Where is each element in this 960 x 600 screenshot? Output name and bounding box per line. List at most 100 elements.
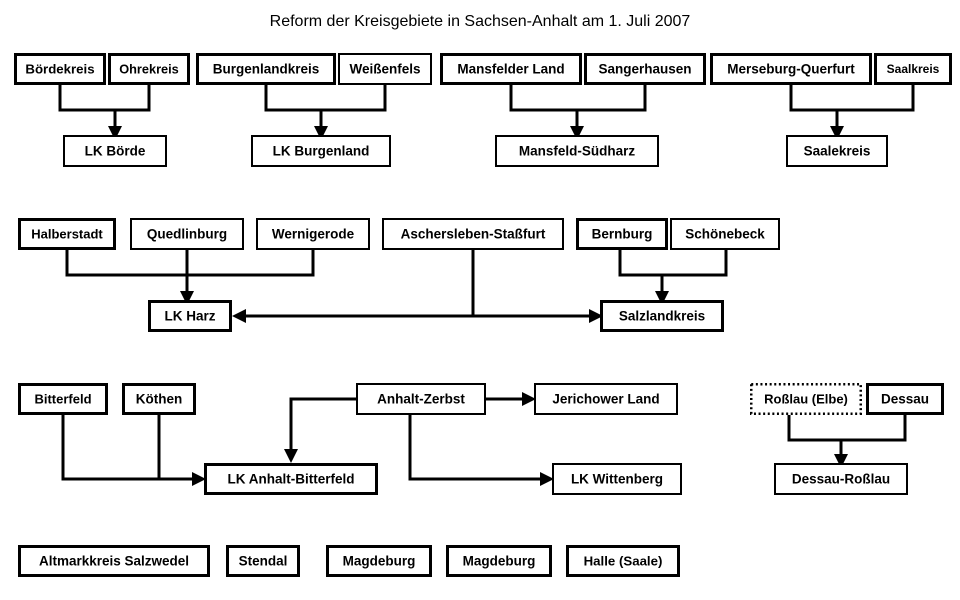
node-box-lk-anhalt-bitterfeld[interactable]	[204, 463, 378, 495]
node-boerdekreis[interactable]: Bördekreis	[14, 53, 106, 85]
node-saalekreis[interactable]: Saalekreis	[786, 135, 888, 167]
node-box-dessau[interactable]	[866, 383, 944, 415]
node-lk-burgenland[interactable]: LK Burgenland	[251, 135, 391, 167]
node-box-mansfelder-land[interactable]	[440, 53, 582, 85]
node-box-halle-saale[interactable]	[566, 545, 680, 577]
node-lk-anhalt-bitterfeld[interactable]: LK Anhalt-Bitterfeld	[204, 463, 378, 495]
node-label-sangerhausen: Sangerhausen	[598, 62, 691, 77]
node-box-mansfeld-suedharz[interactable]	[495, 135, 659, 167]
node-anhalt-zerbst[interactable]: Anhalt-Zerbst	[356, 383, 486, 415]
node-box-stendal[interactable]	[226, 545, 300, 577]
node-box-altmarkkreis-salzwedel[interactable]	[18, 545, 210, 577]
node-sangerhausen[interactable]: Sangerhausen	[584, 53, 706, 85]
node-label-jerichower-land: Jerichower Land	[552, 392, 659, 407]
node-box-rosslau-elbe[interactable]	[750, 383, 862, 415]
node-aschersleben-stassfurt[interactable]: Aschersleben-Staßfurt	[382, 218, 564, 250]
connector-layer	[58, 85, 915, 486]
node-bitterfeld[interactable]: Bitterfeld	[18, 383, 108, 415]
node-box-burgenlandkreis[interactable]	[196, 53, 336, 85]
node-box-bernburg[interactable]	[576, 218, 668, 250]
node-schoenebeck[interactable]: Schönebeck	[670, 218, 780, 250]
node-wernigerode[interactable]: Wernigerode	[256, 218, 370, 250]
node-box-merseburg-querfurt[interactable]	[710, 53, 872, 85]
node-label-dessau-rosslau: Dessau-Roßlau	[792, 472, 890, 487]
node-box-aschersleben-stassfurt[interactable]	[382, 218, 564, 250]
node-label-lk-burgenland: LK Burgenland	[273, 144, 370, 159]
node-lk-boerde[interactable]: LK Börde	[63, 135, 167, 167]
node-box-boerdekreis[interactable]	[14, 53, 106, 85]
arrowhead-saalekreis	[830, 126, 844, 140]
node-lk-wittenberg[interactable]: LK Wittenberg	[552, 463, 682, 495]
node-mansfelder-land[interactable]: Mansfelder Land	[440, 53, 582, 85]
node-box-lk-boerde[interactable]	[63, 135, 167, 167]
connector-burgenland-merge	[264, 85, 387, 112]
connector-salzland-merge	[618, 250, 728, 277]
node-box-bitterfeld[interactable]	[18, 383, 108, 415]
node-salzlandkreis[interactable]: Salzlandkreis	[600, 300, 724, 332]
node-lk-harz[interactable]: LK Harz	[148, 300, 232, 332]
node-box-saalkreis[interactable]	[874, 53, 952, 85]
node-label-lk-boerde: LK Börde	[85, 144, 146, 159]
arrowhead-lk-anhalt-bitterfeld-left	[192, 472, 206, 486]
node-box-quedlinburg[interactable]	[130, 218, 244, 250]
node-koethen[interactable]: Köthen	[122, 383, 196, 415]
node-box-anhalt-zerbst[interactable]	[356, 383, 486, 415]
node-box-dessau-rosslau[interactable]	[774, 463, 908, 495]
node-label-magdeburg-1: Magdeburg	[343, 554, 416, 569]
node-label-ohrekreis: Ohrekreis	[119, 61, 179, 76]
node-box-koethen[interactable]	[122, 383, 196, 415]
node-label-lk-wittenberg: LK Wittenberg	[571, 472, 663, 487]
node-box-lk-harz[interactable]	[148, 300, 232, 332]
node-box-magdeburg-1[interactable]	[326, 545, 432, 577]
node-box-lk-wittenberg[interactable]	[552, 463, 682, 495]
node-box-ohrekreis[interactable]	[108, 53, 190, 85]
connector-dessau-merge	[787, 415, 907, 442]
node-label-weissenfels: Weißenfels	[349, 62, 420, 77]
node-halberstadt[interactable]: Halberstadt	[18, 218, 116, 250]
node-rosslau-elbe[interactable]: Roßlau (Elbe)	[750, 383, 862, 415]
arrowhead-lk-harz-right	[232, 309, 246, 323]
connector-zerbst-to-anhalt-bitterfeld	[289, 397, 356, 451]
arrowhead-lk-harz-top	[180, 291, 194, 305]
node-altmarkkreis-salzwedel[interactable]: Altmarkkreis Salzwedel	[18, 545, 210, 577]
node-box-saalekreis[interactable]	[786, 135, 888, 167]
node-label-dessau: Dessau	[881, 392, 929, 407]
node-burgenlandkreis[interactable]: Burgenlandkreis	[196, 53, 336, 85]
node-box-lk-burgenland[interactable]	[251, 135, 391, 167]
node-label-saalekreis: Saalekreis	[804, 144, 871, 159]
node-weissenfels[interactable]: Weißenfels	[338, 53, 432, 85]
node-bernburg[interactable]: Bernburg	[576, 218, 668, 250]
node-saalkreis[interactable]: Saalkreis	[874, 53, 952, 85]
arrowhead-lk-anhalt-bitterfeld-top	[284, 449, 298, 463]
node-box-magdeburg-2[interactable]	[446, 545, 552, 577]
node-label-merseburg-querfurt: Merseburg-Querfurt	[727, 62, 855, 77]
node-stendal[interactable]: Stendal	[226, 545, 300, 577]
node-quedlinburg[interactable]: Quedlinburg	[130, 218, 244, 250]
node-box-jerichower-land[interactable]	[534, 383, 678, 415]
node-box-wernigerode[interactable]	[256, 218, 370, 250]
connector-bitterfeld-elbow	[61, 415, 194, 481]
arrowhead-dessau-rosslau	[834, 454, 848, 468]
node-merseburg-querfurt[interactable]: Merseburg-Querfurt	[710, 53, 872, 85]
node-dessau-rosslau[interactable]: Dessau-Roßlau	[774, 463, 908, 495]
node-label-boerdekreis: Bördekreis	[25, 62, 94, 77]
node-magdeburg-2[interactable]: Magdeburg	[446, 545, 552, 577]
node-mansfeld-suedharz[interactable]: Mansfeld-Südharz	[495, 135, 659, 167]
node-label-rosslau-elbe: Roßlau (Elbe)	[764, 391, 848, 406]
node-ohrekreis[interactable]: Ohrekreis	[108, 53, 190, 85]
node-box-schoenebeck[interactable]	[670, 218, 780, 250]
node-magdeburg-1[interactable]: Magdeburg	[326, 545, 432, 577]
arrowhead-salzlandkreis-top	[655, 291, 669, 305]
node-halle-saale[interactable]: Halle (Saale)	[566, 545, 680, 577]
node-box-salzlandkreis[interactable]	[600, 300, 724, 332]
node-dessau[interactable]: Dessau	[866, 383, 944, 415]
connector-boerde-merge	[58, 85, 151, 112]
node-label-quedlinburg: Quedlinburg	[147, 227, 227, 242]
node-label-aschersleben-stassfurt: Aschersleben-Staßfurt	[401, 227, 546, 242]
connector-saale-merge	[789, 85, 915, 112]
node-jerichower-land[interactable]: Jerichower Land	[534, 383, 678, 415]
node-box-sangerhausen[interactable]	[584, 53, 706, 85]
node-box-halberstadt[interactable]	[18, 218, 116, 250]
node-box-weissenfels[interactable]	[338, 53, 432, 85]
